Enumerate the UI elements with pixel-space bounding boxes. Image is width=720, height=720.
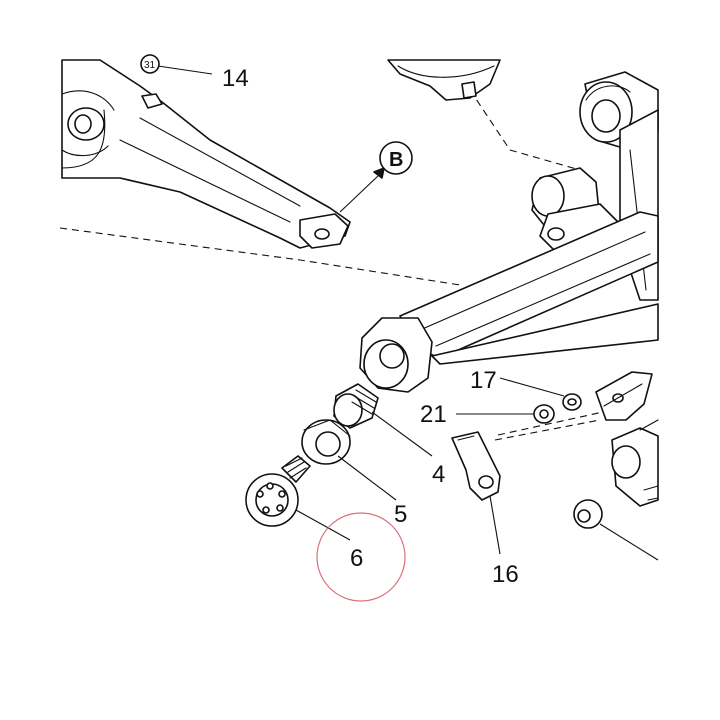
callout-4: 4 <box>432 461 445 488</box>
lower-right-assembly <box>573 419 659 561</box>
part-4-bushing: 4 <box>333 383 445 488</box>
top-center-housing <box>387 59 501 101</box>
part-21-washer: 21 <box>420 401 555 428</box>
bolt-31-icon <box>140 54 160 74</box>
part-14-group: 31 14 <box>140 54 249 92</box>
part-5-washer: 5 <box>301 419 407 528</box>
small-label-31: 31 <box>144 60 156 71</box>
callout-14: 14 <box>222 65 249 92</box>
callout-5: 5 <box>394 501 407 528</box>
main-swing-arm <box>359 211 659 393</box>
part-17-bolt: 17 <box>470 367 582 411</box>
callout-21: 21 <box>420 401 447 428</box>
reference-b-label: B <box>389 149 403 171</box>
callout-17: 17 <box>470 367 497 394</box>
upper-left-bracket <box>61 59 351 249</box>
callout-16: 16 <box>492 561 519 588</box>
part-16-clip: 16 <box>451 431 519 588</box>
callout-6: 6 <box>350 545 363 572</box>
reference-b-circle <box>379 141 413 175</box>
highlight-circle <box>316 512 406 602</box>
right-mount-plate <box>595 371 653 421</box>
reference-b: B <box>339 141 413 213</box>
part-6-bolt: 6 <box>245 455 406 602</box>
